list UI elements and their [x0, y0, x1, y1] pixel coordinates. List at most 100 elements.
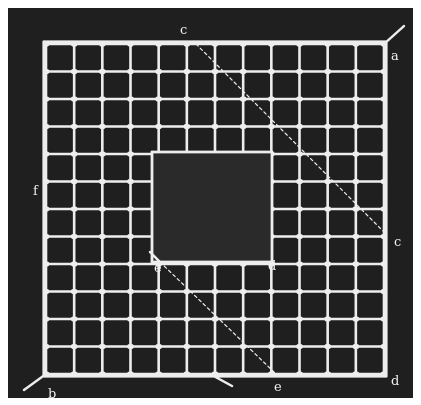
mesh-knot [324, 179, 331, 185]
mesh-knot [127, 179, 134, 185]
mesh-knot [211, 69, 218, 75]
mesh-knot [71, 261, 78, 267]
mesh-knot [352, 316, 359, 322]
mesh-knot [127, 124, 134, 130]
mesh-knot [127, 344, 134, 350]
mesh-knot [71, 96, 78, 102]
mesh-knot [352, 96, 359, 102]
label-e-center: e [154, 262, 162, 275]
mesh-knot [71, 206, 78, 212]
mesh-knot [352, 124, 359, 130]
mesh-knot [296, 206, 303, 212]
mesh-knot [296, 69, 303, 75]
mesh-knot [127, 96, 134, 102]
mesh-knot [268, 289, 275, 295]
mesh-knot [352, 289, 359, 295]
mesh-knot [155, 316, 162, 322]
mesh-knot [127, 316, 134, 322]
mesh-knot [268, 124, 275, 130]
mesh-knot [268, 344, 275, 350]
mesh-knot [352, 179, 359, 185]
label-a: a [391, 50, 399, 63]
mesh-knot [240, 344, 247, 350]
mesh-knot [324, 344, 331, 350]
mesh-knot [99, 289, 106, 295]
mesh-knot [183, 96, 190, 102]
label-b: b [48, 388, 56, 401]
mesh-knot [71, 316, 78, 322]
mesh-knot [99, 96, 106, 102]
mesh-knot [183, 344, 190, 350]
mesh-knot [71, 124, 78, 130]
mesh-knot [324, 69, 331, 75]
mesh-knot [352, 344, 359, 350]
mesh-knot [127, 234, 134, 240]
mesh-knot [99, 316, 106, 322]
mesh-knot [324, 151, 331, 157]
mesh-knot [324, 96, 331, 102]
mesh-knot [211, 124, 218, 130]
mesh-knot [296, 96, 303, 102]
label-c-right: c [394, 236, 401, 249]
mesh-knot [324, 206, 331, 212]
mesh-knot [240, 316, 247, 322]
mesh-knot [352, 69, 359, 75]
mesh-knot [99, 344, 106, 350]
mesh-knot [296, 234, 303, 240]
mesh-knot [296, 179, 303, 185]
mesh-knot [183, 69, 190, 75]
mesh-knot [71, 69, 78, 75]
mesh-knot [71, 289, 78, 295]
mesh-knot [183, 124, 190, 130]
mesh-knot [99, 151, 106, 157]
mesh-knot [71, 179, 78, 185]
mesh-knot [71, 344, 78, 350]
mesh-knot [296, 316, 303, 322]
mesh-knot [296, 151, 303, 157]
mesh-knot [240, 124, 247, 130]
mesh-knot [127, 289, 134, 295]
mesh-knot [296, 289, 303, 295]
mesh-knot [324, 289, 331, 295]
mesh-knot [352, 261, 359, 267]
mesh-knot [211, 344, 218, 350]
mesh-knot [155, 344, 162, 350]
mesh-knot [127, 69, 134, 75]
mesh-knot [99, 261, 106, 267]
label-f: f [33, 185, 38, 198]
mesh-knot [99, 124, 106, 130]
mesh-knot [127, 206, 134, 212]
mesh-knot [155, 69, 162, 75]
mesh-knot [324, 316, 331, 322]
mesh-knot [268, 96, 275, 102]
mesh-knot [155, 96, 162, 102]
mesh-knot [352, 151, 359, 157]
label-e-bottom: e [274, 381, 282, 394]
mesh-knot [127, 261, 134, 267]
mesh-knot [71, 234, 78, 240]
label-d-bottom: d [391, 375, 399, 388]
mesh-knot [99, 206, 106, 212]
mesh-knot [99, 234, 106, 240]
mesh-knot [296, 124, 303, 130]
mesh-knot [99, 179, 106, 185]
mesh-knot [127, 151, 134, 157]
mesh-knot [211, 96, 218, 102]
mesh-knot [324, 234, 331, 240]
mesh-knot [268, 69, 275, 75]
mesh-knot [324, 124, 331, 130]
mesh-knot [296, 344, 303, 350]
mesh-knot [240, 96, 247, 102]
label-c-top: c [180, 24, 187, 37]
label-d-center: d [268, 260, 276, 273]
center-hole [152, 152, 272, 262]
mesh-knot [352, 234, 359, 240]
mesh-knot [155, 289, 162, 295]
mesh-knot [211, 289, 218, 295]
mesh-knot [99, 69, 106, 75]
mesh-knot [296, 261, 303, 267]
mesh-knot [268, 316, 275, 322]
mesh-knot [183, 289, 190, 295]
mesh-knot [240, 289, 247, 295]
